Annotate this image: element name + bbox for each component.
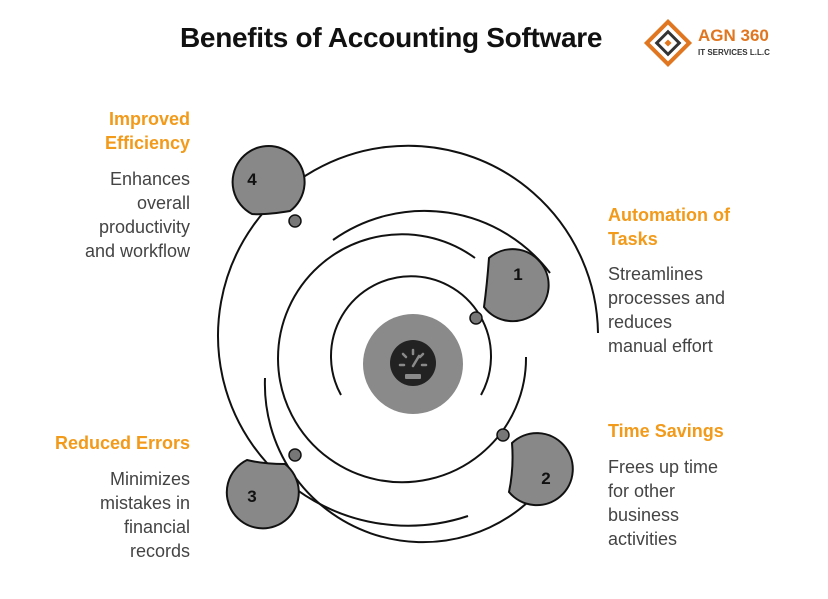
benefit-label-time-savings: Time Savings bbox=[608, 419, 724, 443]
benefit-description-line: Streamlines bbox=[608, 264, 704, 284]
benefit-description-line: productivity bbox=[98, 217, 190, 237]
bubble-shape-3 bbox=[225, 458, 300, 530]
benefit-label-line: Efficiency bbox=[104, 133, 190, 153]
orbit-ring-middle-outer bbox=[332, 209, 551, 274]
bubble-number-3: 3 bbox=[247, 487, 256, 506]
benefit-description-line: Minimizes bbox=[109, 469, 190, 489]
benefit-description-line: overall bbox=[136, 193, 190, 213]
orbit-ring-middle bbox=[277, 233, 528, 484]
bubble-number-2: 2 bbox=[541, 469, 550, 488]
benefit-label-line: Improved bbox=[108, 109, 190, 129]
bubble-number-4: 4 bbox=[247, 170, 257, 189]
connector-dot-2 bbox=[496, 428, 510, 442]
benefit-description-automation-of-tasks: Streamlines processes and reduces manual… bbox=[608, 262, 725, 358]
benefit-description-time-savings: Frees up time for other business activit… bbox=[608, 455, 718, 551]
bubble-number-1: 1 bbox=[513, 265, 522, 284]
speedometer-icon bbox=[363, 314, 463, 414]
benefit-description-line: Frees up time bbox=[608, 457, 719, 477]
logo-subtitle-text: IT SERVICES L.L.C bbox=[698, 48, 770, 57]
logo-mark-icon bbox=[643, 18, 693, 68]
benefit-description-line: reduces bbox=[608, 312, 673, 332]
benefit-label-automation-of-tasks: Automation of Tasks bbox=[608, 203, 730, 251]
orbit-ring-middle-outer-lower bbox=[263, 377, 551, 544]
benefit-description-line: business bbox=[608, 505, 680, 525]
benefit-label-improved-efficiency: Improved Efficiency bbox=[105, 107, 190, 155]
benefit-description-line: activities bbox=[608, 529, 678, 549]
benefit-description-line: records bbox=[129, 541, 190, 561]
benefit-description-line: financial bbox=[123, 517, 190, 537]
bubble-shape-4 bbox=[231, 145, 306, 216]
bubble-shape-2 bbox=[507, 432, 574, 507]
connector-dot-3 bbox=[288, 448, 302, 462]
logo-brand-text: AGN 360 bbox=[698, 26, 769, 45]
benefit-description-line: mistakes in bbox=[99, 493, 190, 513]
benefit-description-line: manual effort bbox=[608, 336, 713, 356]
orbit-ring-outer bbox=[217, 144, 599, 527]
benefit-description-line: processes and bbox=[608, 288, 726, 308]
benefit-description-line: for other bbox=[608, 481, 676, 501]
benefit-description-improved-efficiency: Enhances overall productivity and workfl… bbox=[85, 167, 190, 263]
page-title: Benefits of Accounting Software bbox=[180, 22, 603, 53]
benefit-label-line: Time Savings bbox=[608, 421, 724, 441]
benefit-label-line: Automation of bbox=[608, 205, 730, 225]
benefit-label-reduced-errors: Reduced Errors bbox=[55, 431, 190, 455]
orbit-ring-inner bbox=[330, 275, 492, 396]
benefit-label-line: Reduced Errors bbox=[54, 433, 190, 453]
bubble-shape-1 bbox=[482, 248, 550, 323]
connector-dot-4 bbox=[288, 214, 302, 228]
benefit-description-line: and workflow bbox=[84, 241, 190, 261]
benefit-description-reduced-errors: Minimizes mistakes in financial records bbox=[100, 467, 190, 563]
connector-dot-1 bbox=[469, 311, 483, 325]
company-logo: AGN 360 IT SERVICES L.L.C bbox=[640, 16, 790, 68]
benefit-description-line: Enhances bbox=[109, 169, 190, 189]
benefit-label-line: Tasks bbox=[608, 229, 658, 249]
